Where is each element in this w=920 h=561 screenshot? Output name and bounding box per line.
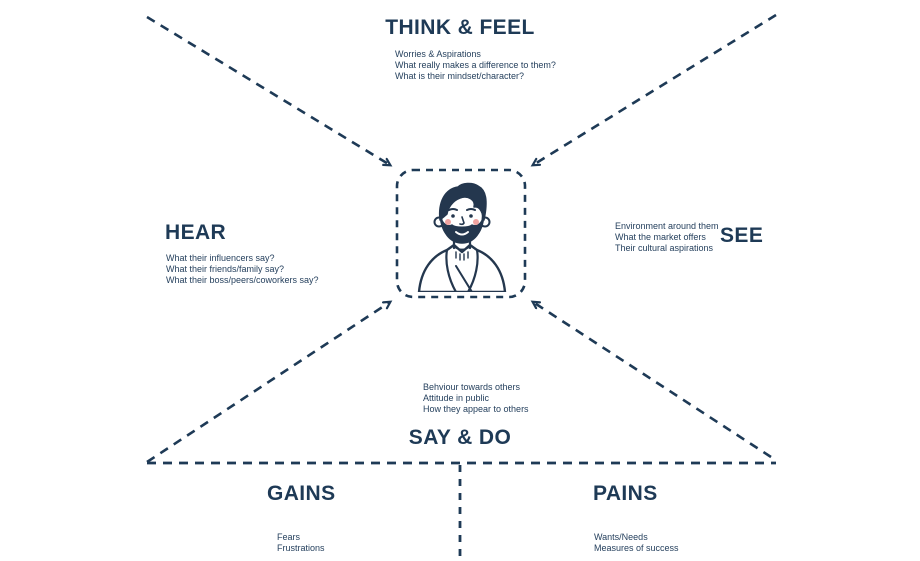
pains-notes: Wants/Needs Measures of success (594, 532, 679, 554)
hear-title: HEAR (165, 221, 227, 244)
note-line: What is their mindset/character? (395, 70, 525, 81)
gains-notes: Fears Frustrations (277, 532, 325, 554)
persona-man-icon (417, 182, 507, 294)
note-line: Worries & Aspirations (395, 49, 481, 59)
pains-title: PAINS (593, 482, 658, 505)
note-line: Behviour towards others (423, 382, 521, 392)
gains-title: GAINS (267, 482, 336, 505)
note-line: Environment around them (615, 221, 719, 231)
note-line: Measures of success (594, 542, 679, 553)
note-line: What really makes a difference to them? (395, 59, 556, 70)
think-feel-notes: Worries & Aspirations What really makes … (395, 49, 556, 81)
note-line: What their friends/family say? (166, 263, 285, 274)
see-notes: Environment around them What the market … (615, 221, 719, 253)
note-line: What the market offers (615, 231, 706, 242)
think-feel-title: THINK & FEEL (385, 16, 535, 39)
persona-avatar (412, 182, 512, 294)
see-title: SEE (720, 224, 764, 247)
see-note-line: Their cultural aspirations (615, 242, 714, 253)
note-line: What their boss/peers/coworkers say? (166, 274, 319, 285)
note-line: How they appear to others (423, 403, 529, 414)
say-do-notes: Behviour towards others Attitude in publ… (423, 382, 529, 414)
note-line: Wants/Needs (594, 532, 648, 542)
note-line: Fears (277, 532, 301, 542)
hear-notes: What their influencers say? What their f… (166, 253, 319, 285)
note-line: Attitude in public (423, 392, 490, 403)
say-do-title: SAY & DO (408, 426, 512, 449)
note-line: Frustrations (277, 542, 325, 553)
note-line: What their influencers say? (166, 253, 275, 263)
